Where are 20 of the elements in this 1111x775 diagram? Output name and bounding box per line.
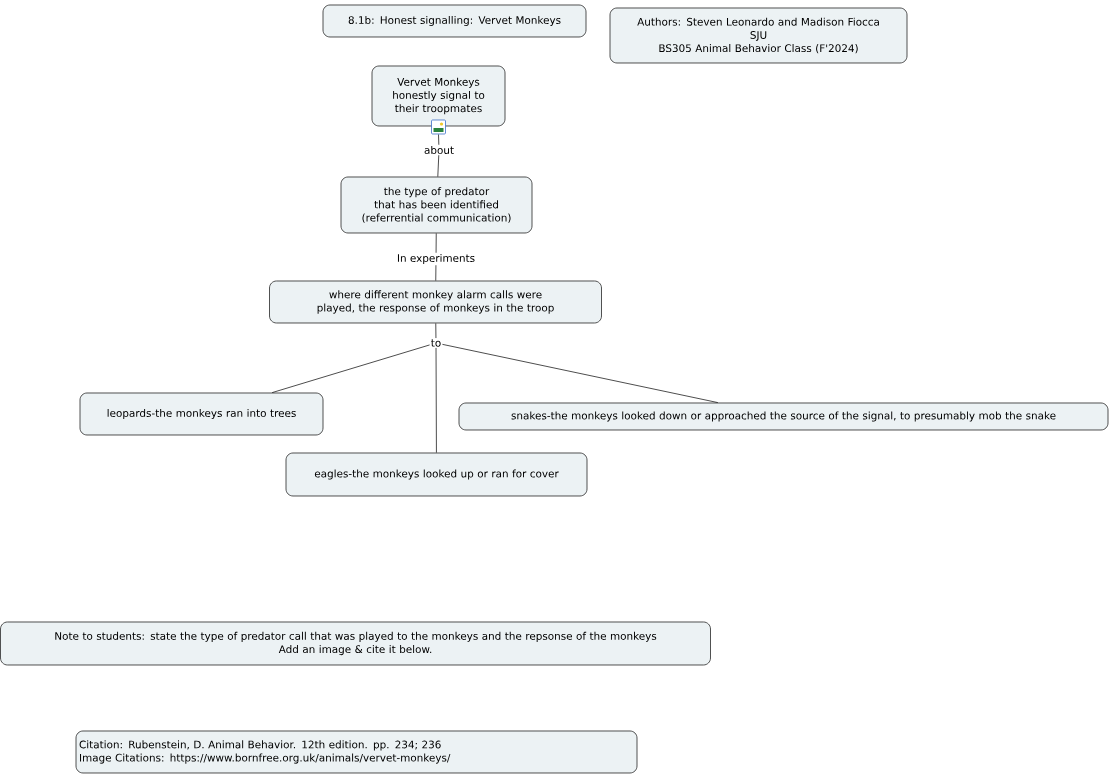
connector-line [435,347,437,453]
connector-line [438,134,440,146]
concept-box: the type of predator that has been identified (referrential communication) [340,176,533,234]
concept-box: Note to students: state the type of predator call that was played to the monkeys and the repsonse of the monkeys Add an image & cite it below. [0,621,711,666]
connector-line [437,154,440,177]
connector-line [435,264,437,281]
concept-box: 8.1b: Honest signalling: Vervet Monkeys [322,4,587,38]
connector-line [435,233,437,254]
concept-box: snakes-the monkeys looked down or approached the source of the signal, to presumably mob the snake [458,402,1109,431]
connector-line [435,323,437,339]
linking-phrase: about [423,144,455,155]
concept-box: Citation: Rubenstein, D. Animal Behavior. 12th edition. pp. 234; 236 Image Citations: https://www.bornfree.org.uk/animals/vervet-monkeys/ [75,730,638,774]
concept-box: leopards-the monkeys ran into trees [79,392,324,436]
connector-line [271,344,430,393]
concept-box: Vervet Monkeys honestly signal to their troopmates [371,65,506,127]
linking-phrase: to [429,338,443,348]
concept-box: where different monkey alarm calls were played, the response of monkeys in the troop [269,280,602,324]
concept-box: Authors: Steven Leonardo and Madison Fiocca SJU BS305 Animal Behavior Class (F'2024) [609,7,908,64]
connector-line [442,344,719,403]
concept-box: eagles-the monkeys looked up or ran for cover [285,452,588,497]
